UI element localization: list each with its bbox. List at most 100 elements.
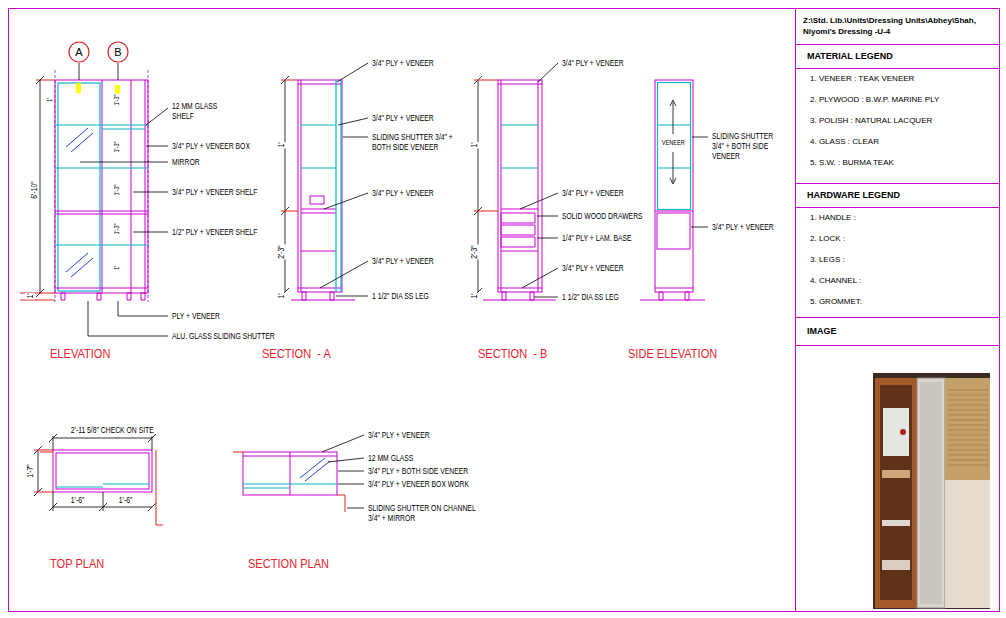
drawer: [501, 213, 535, 247]
cabinet-panels: [298, 80, 342, 292]
dimension-text: 1'-3": [113, 141, 121, 154]
callout-label: 3/4" PLY + VENEER: [372, 256, 434, 266]
callout-label: SOLID WOOD DRAWERS: [562, 211, 643, 221]
photo: [873, 373, 990, 609]
section-marker: B: [107, 41, 129, 63]
dimension-text: 1': [276, 142, 286, 149]
legend-item: 3. LEGS :: [797, 249, 999, 270]
glass-shelf: [55, 125, 148, 245]
callout-label: 3/4" PLY + VENEER: [562, 263, 624, 273]
view-title: TOP PLAN: [50, 556, 104, 571]
dimension-line: [34, 446, 42, 496]
blind-slats: [948, 390, 988, 465]
callout-label: 3/4" PLY + VENEER SHELF: [172, 187, 258, 197]
dimension-text: 1': [276, 293, 286, 300]
dimension-text: 2'-3": [469, 244, 479, 259]
mirror: [920, 382, 942, 604]
leader-line: [80, 108, 168, 336]
leader-line: [322, 435, 364, 508]
photo-frame: [873, 373, 990, 609]
legend-panel: MATERIAL LEGEND1. VENEER : TEAK VENEER2.…: [797, 44, 999, 183]
ss-leg: [61, 293, 145, 300]
legend-item: 2. PLYWOOD : B.W.P. MARINE PLY: [797, 89, 999, 110]
callout-label: VENEER: [661, 139, 686, 147]
cabinet-panels: [655, 211, 693, 288]
callout-label: 3/4" PLY + VENEER: [562, 188, 624, 198]
dimension-text: 1'-3": [113, 94, 121, 107]
legend-item: 2. LOCK :: [797, 228, 999, 249]
floor-line: [640, 300, 705, 301]
callout-label: 1/2" PLY + VENEER SHELF: [172, 227, 258, 237]
sliding-shutter: [56, 484, 149, 487]
section-a-drawing: [281, 63, 368, 300]
dimension-text: 1'-6": [118, 495, 133, 505]
dimension-text: 1'-6": [70, 495, 85, 505]
plan-outline: [243, 452, 337, 495]
title-block-rules: [795, 45, 1000, 346]
ss-leg: [302, 292, 334, 300]
leader-line: [691, 137, 708, 227]
view-title: SECTION - B: [478, 346, 547, 361]
dimension-text: 1'-3": [113, 223, 121, 236]
side-elevation-drawing: [640, 80, 708, 300]
image-panel: IMAGE: [797, 317, 999, 611]
leader-line: [520, 63, 558, 297]
section-letter: B: [107, 41, 129, 63]
marker-circle: [108, 42, 128, 62]
legend-item: 1. VENEER : TEAK VENEER: [797, 68, 999, 89]
plan-inner: [56, 453, 149, 489]
view-title: SECTION - A: [262, 346, 331, 361]
wall: [945, 480, 990, 608]
cabinet-door: [657, 213, 690, 249]
glass-shelf: [658, 125, 690, 168]
wardrobe-interior: [880, 385, 912, 600]
ss-leg: [659, 292, 689, 300]
callout-label: 12 MM GLASS: [368, 453, 413, 463]
site-line: [233, 452, 345, 512]
dimension-text: 2'-3": [276, 244, 286, 259]
mirror-frame: [917, 378, 945, 608]
legend-item: 3. POLISH : NATURAL LACQUER: [797, 110, 999, 131]
site-line: [40, 450, 163, 525]
dimension-line: [49, 434, 156, 450]
cabinet-panels: [243, 452, 337, 495]
dimension-text: 1': [46, 97, 54, 103]
callout-label: 3/4" PLY + VENEER: [712, 222, 774, 232]
dimension-text: 1'-7": [25, 463, 35, 478]
dimension-line: [281, 76, 289, 296]
marker-circle: [69, 42, 89, 62]
callout-label: 3/4" PLY + VENEER: [372, 188, 434, 198]
section-plan-drawing: [233, 435, 364, 512]
sliding-shutter: [243, 484, 337, 488]
callout-label: 1 1/2" DIA SS LEG: [562, 292, 619, 302]
sliding-shutter: [58, 83, 100, 291]
callout-label: 1 1/2" DIA SS LEG: [372, 291, 429, 301]
dimension-text: 1': [25, 293, 35, 300]
sheet-border: [9, 9, 1000, 612]
shirt-print: [900, 429, 906, 435]
callout-label: 3/4" PLY + BOTH SIDE VENEER: [368, 466, 468, 476]
callout-label: 3/4" PLY + VENEER BOX: [172, 141, 250, 151]
cabinet-outline: [55, 80, 148, 293]
window-blind: [945, 378, 990, 608]
cabinet-outline: [655, 80, 693, 292]
folded-clothes: [882, 560, 910, 570]
section-mark: [76, 83, 81, 93]
callout-label: 3/4" PLY + VENEER: [372, 58, 434, 68]
cabinet-outline: [298, 80, 342, 292]
dimension-text: 1': [113, 265, 121, 271]
callout-label: 1/4" PLY + LAM. BASE: [562, 233, 632, 243]
sliding-shutter: [658, 83, 691, 210]
callout-label: SLIDING SHUTTER 3/4" + BOTH SIDE VENEER: [372, 132, 472, 152]
elevation-drawing: [20, 63, 168, 336]
dimension-text: 1': [469, 293, 479, 300]
shelf: [882, 470, 910, 478]
centre-line: [55, 70, 148, 302]
dimension-text: 2'-11 5/8" CHECK ON SITE: [70, 425, 155, 435]
glass-hatch: [300, 458, 330, 481]
glass-shelf: [301, 80, 341, 292]
floor-line: [483, 300, 556, 301]
callout-label: SLIDING SHUTTER ON CHANNEL 3/4" + MIRROR: [368, 503, 488, 523]
section-cut-line: [79, 63, 118, 80]
